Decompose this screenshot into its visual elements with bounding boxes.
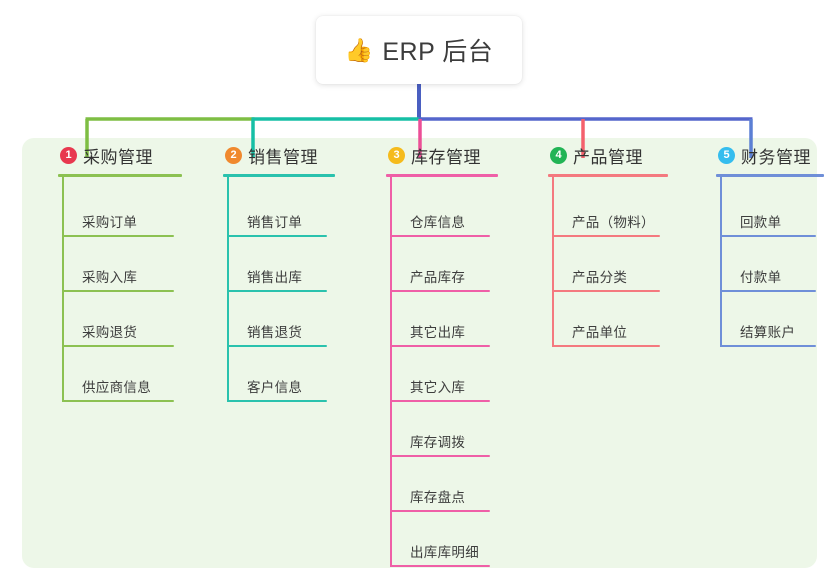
branch-underline-1	[58, 174, 182, 177]
leaf-node[interactable]: 采购入库	[62, 241, 174, 296]
leaf-node[interactable]: 回款单	[720, 186, 816, 241]
branch-underline-5	[716, 174, 824, 177]
leaf-node[interactable]: 客户信息	[227, 351, 327, 406]
leaf-node[interactable]: 采购订单	[62, 186, 174, 241]
leaf-node[interactable]: 产品（物料）	[552, 186, 660, 241]
leaf-node[interactable]: 产品单位	[552, 296, 660, 351]
leaf-node[interactable]: 付款单	[720, 241, 816, 296]
branch-header-3[interactable]: 3 库存管理	[370, 138, 498, 172]
leaf-label: 库存盘点	[410, 490, 466, 505]
leaf-label: 产品分类	[572, 270, 628, 285]
leaf-underline	[720, 290, 816, 292]
branch-column-4: 4 产品管理产品（物料） 产品分类产品单位	[532, 138, 668, 347]
branch-column-1: 1 采购管理采购订单采购入库采购退货供应商信息	[42, 138, 182, 402]
root-node[interactable]: 👍 ERP 后台	[316, 16, 522, 84]
leaf-underline	[720, 345, 816, 347]
leaf-label: 采购退货	[82, 325, 138, 340]
leaf-underline	[227, 235, 327, 237]
leaf-label: 其它入库	[410, 380, 466, 395]
leaf-underline	[227, 400, 327, 402]
leaf-underline	[62, 235, 174, 237]
leaf-node[interactable]: 其它出库	[390, 296, 490, 351]
branch-spine-1	[62, 176, 64, 402]
branch-badge-5: 5	[718, 146, 735, 164]
leaf-label: 产品库存	[410, 270, 466, 285]
branch-spine-5	[720, 176, 722, 347]
leaf-node[interactable]: 销售订单	[227, 186, 327, 241]
branch-spine-2	[227, 176, 229, 402]
leaf-label: 库存调拨	[410, 435, 466, 450]
leaf-label: 采购入库	[82, 270, 138, 285]
branch-header-4[interactable]: 4 产品管理	[532, 138, 668, 172]
branch-underline-3	[386, 174, 498, 177]
leaf-label: 仓库信息	[410, 215, 466, 230]
branch-header-2[interactable]: 2 销售管理	[207, 138, 335, 172]
branch-header-5[interactable]: 5 财务管理	[700, 138, 824, 172]
leaf-label: 产品单位	[572, 325, 628, 340]
branch-badge-2: 2	[225, 146, 242, 164]
leaf-node[interactable]: 产品库存	[390, 241, 490, 296]
leaf-label: 销售退货	[247, 325, 303, 340]
branch-badge-4: 4	[550, 146, 567, 164]
branch-spine-3	[390, 176, 392, 567]
leaf-node[interactable]: 仓库信息	[390, 186, 490, 241]
thumbs-up-icon: 👍	[344, 36, 374, 63]
leaf-node[interactable]: 销售出库	[227, 241, 327, 296]
root-title: ERP 后台	[382, 38, 494, 66]
leaf-underline	[390, 455, 490, 457]
leaf-node[interactable]: 其它入库	[390, 351, 490, 406]
leaf-underline	[552, 345, 660, 347]
leaf-underline	[390, 565, 490, 567]
branch-underline-4	[548, 174, 668, 177]
leaf-node[interactable]: 销售退货	[227, 296, 327, 351]
branch-badge-1: 1	[60, 146, 77, 164]
leaf-underline	[390, 510, 490, 512]
leaf-label: 结算账户	[740, 325, 796, 340]
leaf-label: 出库库明细	[410, 545, 479, 560]
branch-title-4: 产品管理	[573, 147, 643, 167]
branch-title-1: 采购管理	[83, 147, 153, 167]
leaf-underline	[62, 290, 174, 292]
leaf-node[interactable]: 采购退货	[62, 296, 174, 351]
leaf-underline	[552, 235, 660, 237]
leaf-label: 回款单	[740, 215, 782, 230]
branch-spine-4	[552, 176, 554, 347]
leaf-underline	[390, 345, 490, 347]
branch-column-5: 5 财务管理回款单付款单结算账户	[700, 138, 824, 347]
leaf-underline	[227, 345, 327, 347]
leaf-underline	[390, 400, 490, 402]
leaf-label: 销售出库	[247, 270, 303, 285]
leaf-label: 销售订单	[247, 215, 303, 230]
leaf-label: 付款单	[740, 270, 782, 285]
branch-columns: 1 采购管理采购订单采购入库采购退货供应商信息 2 销售管理销售订单销售出库销售退货客…	[22, 138, 824, 568]
leaf-underline	[62, 345, 174, 347]
branch-title-2: 销售管理	[248, 147, 318, 167]
leaf-underline	[227, 290, 327, 292]
leaf-node[interactable]: 结算账户	[720, 296, 816, 351]
branch-column-3: 3 库存管理仓库信息产品库存其它出库其它入库库存调拨库存盘点出库库明细	[370, 138, 498, 567]
leaf-node[interactable]: 库存调拨	[390, 406, 490, 461]
diagram-panel	[22, 138, 817, 568]
leaf-node[interactable]: 供应商信息	[62, 351, 174, 406]
leaf-node[interactable]: 产品分类	[552, 241, 660, 296]
leaf-label: 供应商信息	[82, 380, 151, 395]
leaf-underline	[390, 290, 490, 292]
branch-header-1[interactable]: 1 采购管理	[42, 138, 182, 172]
branch-column-2: 2 销售管理销售订单销售出库销售退货客户信息	[207, 138, 335, 402]
leaf-node[interactable]: 库存盘点	[390, 461, 490, 516]
leaf-label: 产品（物料）	[572, 215, 655, 230]
leaf-label: 其它出库	[410, 325, 466, 340]
branch-badge-3: 3	[388, 146, 405, 164]
branch-underline-2	[223, 174, 335, 177]
leaf-node[interactable]: 出库库明细	[390, 516, 490, 571]
branch-title-5: 财务管理	[741, 147, 811, 167]
leaf-underline	[390, 235, 490, 237]
leaf-underline	[62, 400, 174, 402]
leaf-label: 客户信息	[247, 380, 303, 395]
branch-title-3: 库存管理	[411, 147, 481, 167]
leaf-label: 采购订单	[82, 215, 138, 230]
leaf-underline	[552, 290, 660, 292]
leaf-underline	[720, 235, 816, 237]
